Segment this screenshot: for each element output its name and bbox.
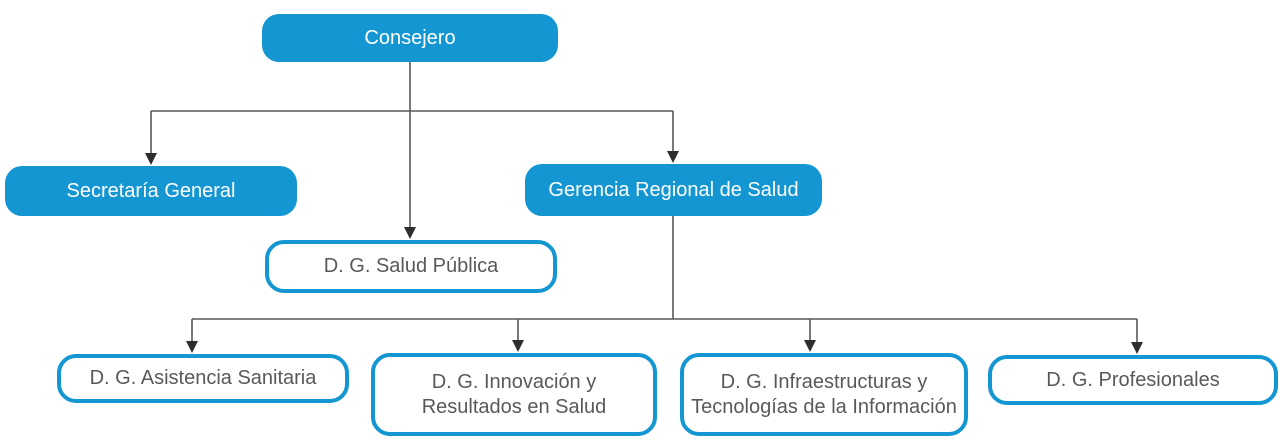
node-dg-asistencia-sanitaria-label: D. G. Asistencia Sanitaria: [89, 367, 317, 389]
node-secretaria-general[interactable]: Secretaría General: [5, 166, 297, 216]
node-consejero[interactable]: Consejero: [262, 14, 558, 62]
node-dg-salud-publica[interactable]: D. G. Salud Pública: [265, 240, 557, 293]
node-consejero-label: Consejero: [364, 26, 456, 49]
node-gerencia-regional-de-salud[interactable]: Gerencia Regional de Salud: [525, 164, 822, 216]
node-dg-infraestructuras-y-tecnologias[interactable]: D. G. Infraestructuras y Tecnologías de …: [680, 353, 968, 436]
node-dg-innovacion-label: D. G. Innovación y Resultados en Salud: [421, 370, 607, 418]
node-dg-salud-publica-label: D. G. Salud Pública: [323, 255, 499, 277]
node-dg-profesionales-label: D. G. Profesionales: [1046, 368, 1220, 391]
node-dg-innovacion-y-resultados-en-salud[interactable]: D. G. Innovación y Resultados en Salud: [371, 353, 657, 436]
node-secretaria-general-label: Secretaría General: [66, 179, 236, 202]
node-dg-asistencia-sanitaria[interactable]: D. G. Asistencia Sanitaria: [57, 354, 349, 403]
node-dg-infraestructuras-label: D. G. Infraestructuras y Tecnologías de …: [691, 370, 957, 418]
node-gerencia-regional-de-salud-label: Gerencia Regional de Salud: [548, 178, 799, 201]
node-dg-profesionales[interactable]: D. G. Profesionales: [988, 355, 1278, 405]
